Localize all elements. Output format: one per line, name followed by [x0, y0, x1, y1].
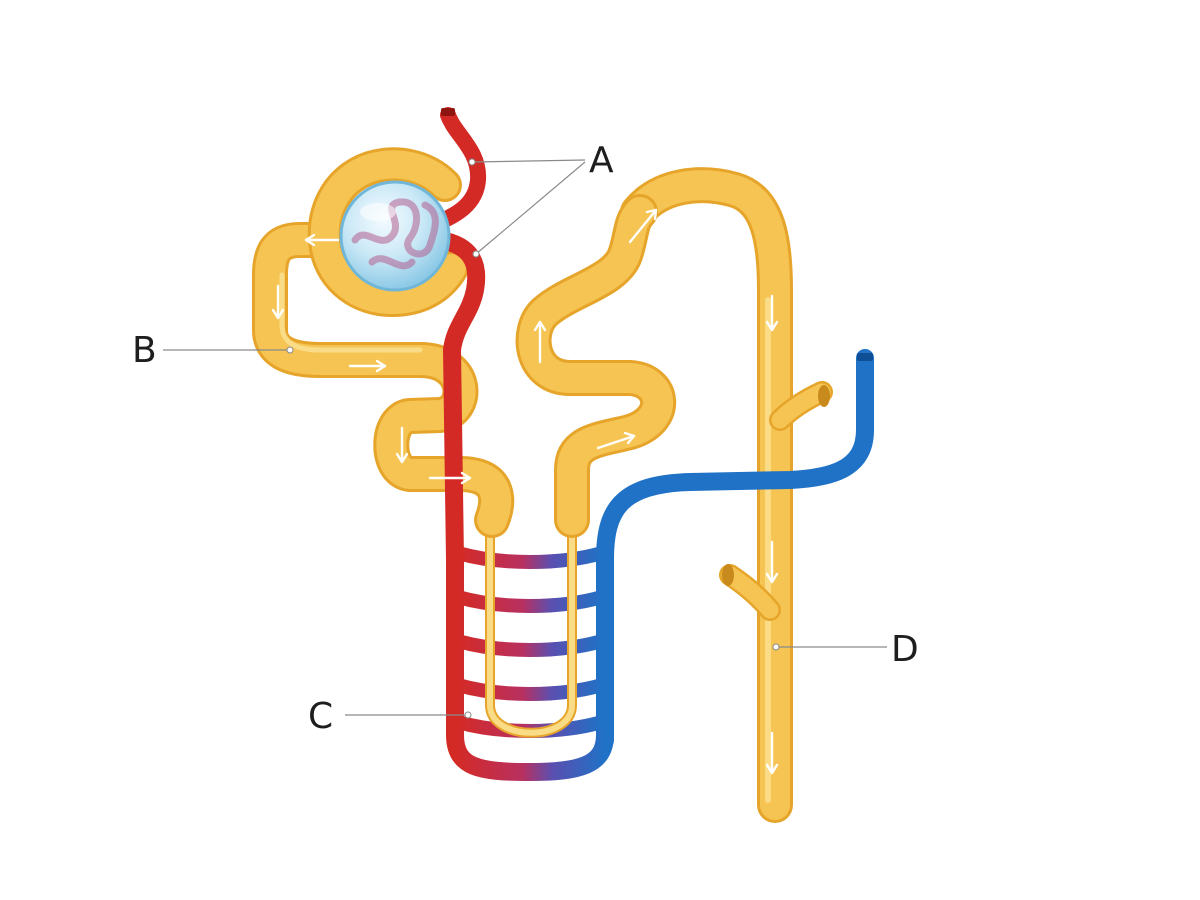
peritubular-capillaries	[446, 546, 614, 782]
arrow-left-icon	[304, 233, 340, 247]
glomerulus	[339, 180, 451, 292]
flow-arrows	[271, 208, 779, 775]
arrow-up-icon	[533, 320, 547, 364]
arrow-down-icon	[765, 731, 779, 775]
vein	[596, 349, 874, 749]
capillary-rung-3	[456, 634, 604, 657]
label-c-group: C	[308, 696, 472, 737]
label-d-group: D	[772, 629, 919, 670]
loop-of-henle	[485, 515, 577, 738]
capillary-rung-4	[456, 678, 604, 701]
distal-convoluted-tubule	[515, 194, 677, 538]
efferent-arteriole	[431, 231, 486, 569]
arterioles	[431, 107, 487, 569]
collecting-duct-body	[620, 167, 793, 823]
label-c: C	[308, 696, 333, 737]
label-a-group: A	[468, 140, 614, 258]
capillary-rung-2	[456, 590, 604, 613]
label-b: B	[132, 330, 157, 371]
bowmans-capsule	[307, 147, 469, 318]
collecting-duct-fill	[623, 170, 790, 820]
capillary-loop-bottom	[446, 551, 614, 782]
label-a: A	[589, 140, 614, 181]
arrow-up-right-icon	[596, 431, 636, 450]
arrow-right-icon	[348, 359, 387, 373]
leader-line-a-efferent	[475, 161, 586, 255]
glomerulus-capillary-tuft	[351, 198, 439, 270]
arrow-down-icon	[765, 294, 779, 332]
arrow-right-icon	[428, 471, 472, 485]
afferent-arteriole	[432, 107, 487, 230]
arrow-down-icon	[271, 284, 285, 320]
arrow-down-icon	[395, 426, 409, 464]
collecting-duct	[620, 167, 833, 823]
arrow-down-icon	[765, 540, 779, 584]
capillary-rung-1	[456, 546, 604, 569]
vein-vessel	[596, 349, 874, 749]
label-d: D	[891, 629, 919, 670]
label-b-group: B	[132, 330, 294, 371]
arrow-up-right-icon	[628, 208, 658, 244]
leader-line-a-afferent	[471, 159, 586, 163]
